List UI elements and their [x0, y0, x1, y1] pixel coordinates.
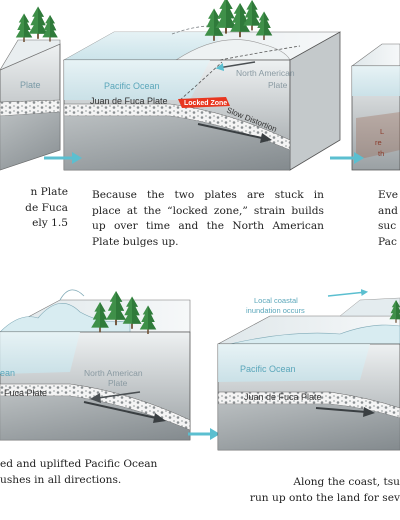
panel-4-north-american-label: North American [84, 368, 143, 378]
pacific-ocean-label: Pacific Ocean [104, 81, 160, 91]
panel-3-label-l: L [380, 127, 384, 136]
caption-line: n Plate [30, 186, 68, 198]
juan-de-fuca-label: Juan de Fuca Plate [90, 96, 168, 106]
panel-2-caption: Because the two plates are stuck in plac… [92, 188, 324, 235]
locked-zone-marker [178, 97, 230, 108]
panel-3-caption: Eve and suc Pac [378, 188, 400, 250]
panel-4-caption: ed and uplifted Pacific Ocean ushes in a… [0, 457, 200, 488]
panel-4-juan-label: Fuca Plate [4, 388, 47, 398]
panel-4-plate-label: Plate [108, 378, 128, 388]
caption-line: suc [378, 220, 397, 233]
sequence-arrow-2 [330, 152, 364, 164]
panel-2-caption-last: Plate bulges up. [92, 235, 324, 251]
panel-4-block: ean North American Plate Fuca Plate [0, 289, 191, 441]
caption-line: Pac [378, 235, 397, 248]
north-american-plate-label: Plate [268, 80, 288, 90]
inundation-label-line-2: inundation occurs [246, 306, 305, 315]
panel-3-label-re: re [375, 138, 382, 147]
sequence-arrow-1 [44, 152, 82, 164]
panel-5-ocean-label: Pacific Ocean [240, 364, 296, 374]
caption-line: ely 1.5 [32, 217, 68, 230]
caption-line: de Fuca [25, 201, 68, 214]
caption-line: ed and uplifted Pacific Ocean [0, 458, 158, 470]
panel-5-juan-label: Juan de Fuca Plate [244, 392, 322, 402]
caption-line: place at the “locked zone,” strain build… [92, 204, 324, 217]
panel-5-block: Local coastal inundation occurs Pacific … [217, 289, 400, 451]
panel-1-block: Plate [0, 6, 61, 171]
caption-line: Plate bulges up. [92, 236, 179, 248]
caption-line: run up onto the land for sev [249, 491, 400, 504]
north-american-label: North American [236, 68, 295, 78]
caption-line: Along the coast, tsu [293, 476, 400, 488]
locked-zone-label: Locked Zone [184, 100, 227, 107]
panel-4-ocean-label: ean [0, 368, 15, 378]
sequence-arrow-3 [188, 428, 220, 440]
panel-3-label-th: th [378, 149, 384, 158]
inundation-label-line-1: Local coastal [254, 296, 298, 305]
panel-1-plate-label: Plate [20, 80, 41, 90]
panel-1-trees [15, 6, 58, 42]
caption-line: Because the two plates are stuck in [92, 189, 324, 201]
panel-3-block: L re th [351, 43, 400, 171]
panel-5-caption: Along the coast, tsu run up onto the lan… [240, 475, 400, 506]
panel-1-caption: n Plate de Fuca ely 1.5 [0, 185, 68, 232]
caption-line: up over time and the North American [92, 220, 324, 233]
panel-2-block: Locked Zone Pacific Ocean North American… [62, 0, 342, 171]
caption-line: Eve [378, 189, 398, 201]
caption-line: ushes in all directions. [0, 473, 122, 486]
caption-line: and [378, 204, 398, 217]
